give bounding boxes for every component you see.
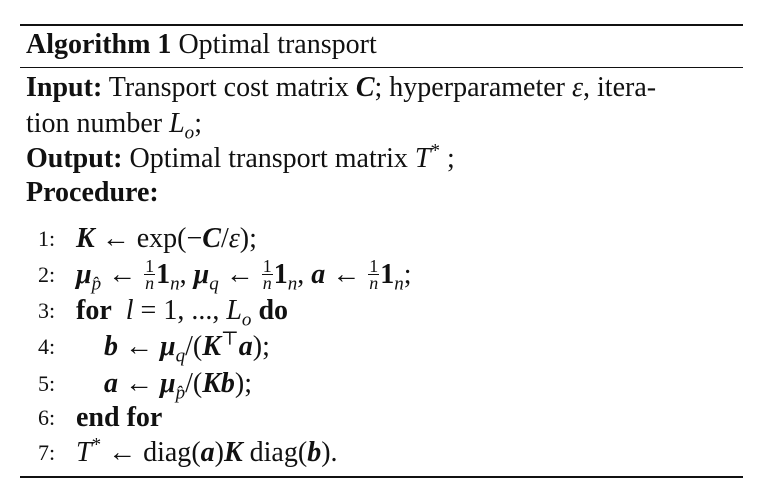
step-6: end for — [76, 401, 162, 435]
step-7: T* ← diag(a)K diag(b). — [76, 434, 338, 468]
symbol-epsilon: ε — [571, 72, 584, 103]
algorithm-name: Optimal transport — [178, 29, 377, 60]
step-number-1: 1: — [38, 226, 56, 251]
step-4: b ← μq/(K⊤a); — [104, 328, 270, 367]
input-line-continued: tion number Lo; — [26, 107, 202, 144]
keyword-do: do — [258, 295, 289, 326]
keyword-for: for — [76, 295, 112, 326]
step-number-4: 4: — [38, 334, 56, 359]
input-label: Input: — [26, 72, 103, 103]
bottom-rule — [20, 476, 743, 478]
input-text-e: ; — [194, 108, 202, 139]
step-1: K ← exp(−C/ε); — [76, 223, 257, 254]
symbol-T: T — [414, 143, 431, 174]
symbol-C: C — [355, 72, 375, 103]
caption-rule — [20, 67, 743, 69]
step-number-3: 3: — [38, 298, 56, 323]
keyword-end-for: end for — [76, 402, 163, 433]
algorithm-label: Algorithm 1 — [26, 29, 172, 60]
output-text-b: ; — [439, 143, 455, 174]
step-5: a ← μp̂/(Kb); — [104, 368, 252, 404]
step-number-6: 6: — [38, 405, 56, 430]
input-text-c: , itera- — [583, 72, 657, 103]
step-number-5: 5: — [38, 371, 56, 396]
algorithm-caption: Algorithm 1 Optimal transport — [26, 28, 377, 62]
input-line: Input: Transport cost matrix C; hyperpar… — [26, 71, 656, 105]
symbol-L: L — [169, 108, 185, 139]
input-text-a: Transport cost matrix — [108, 72, 349, 103]
input-text-b: ; hyperparameter — [374, 72, 565, 103]
output-line: Output: Optimal transport matrix T* ; — [26, 142, 455, 176]
step-3: for l = 1, ..., Lo do — [76, 295, 289, 331]
symbol-L-sub: o — [184, 122, 195, 144]
output-text-a: Optimal transport matrix — [129, 143, 408, 174]
output-label: Output: — [26, 143, 123, 174]
input-text-d: tion number — [26, 108, 163, 139]
procedure-heading: Procedure: — [26, 176, 159, 210]
symbol-T-sup: * — [430, 140, 440, 162]
step-number-7: 7: — [38, 440, 56, 465]
procedure-label: Procedure: — [26, 177, 159, 208]
top-rule — [20, 24, 743, 26]
step-number-2: 2: — [38, 262, 56, 287]
